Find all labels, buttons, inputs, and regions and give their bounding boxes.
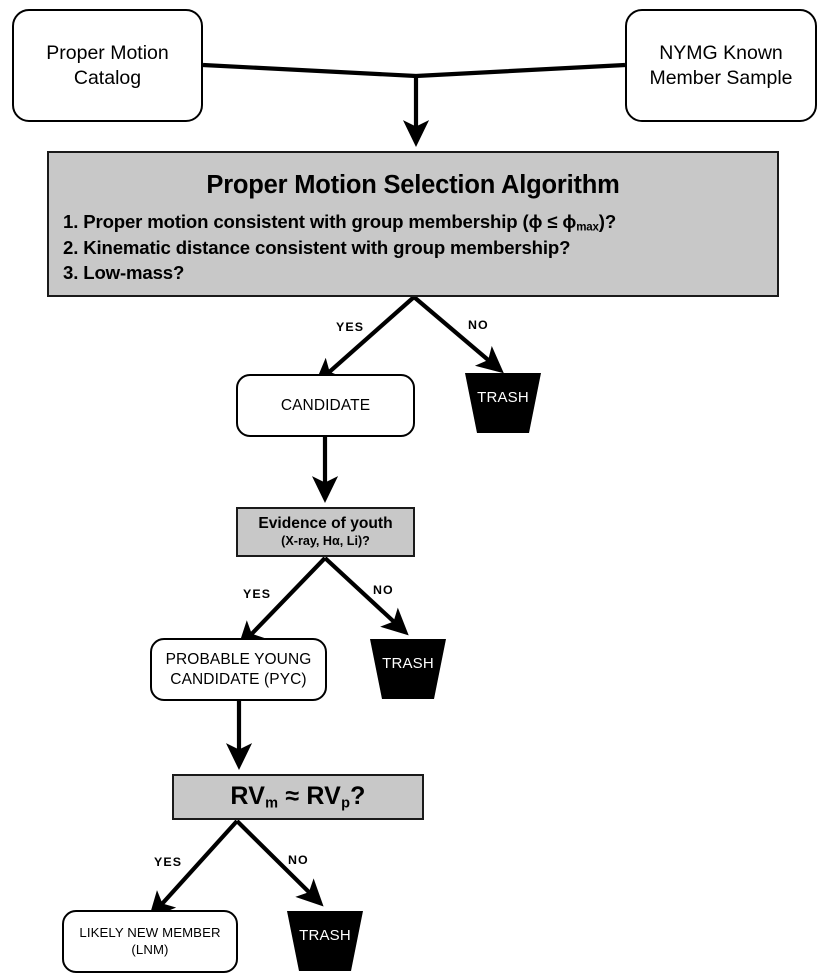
node-probable-young-candidate[interactable]: PROBABLE YOUNG CANDIDATE (PYC) [150, 638, 327, 701]
lnm-line2: (LNM) [131, 941, 169, 957]
source-left-line1: Proper Motion [46, 41, 169, 64]
edge-label-yes-youth: YES [243, 587, 272, 601]
pyc-line2: CANDIDATE (PYC) [170, 670, 307, 688]
youth-main-label: Evidence of youth [258, 514, 393, 532]
edge-label-no-youth: NO [373, 583, 394, 597]
node-evidence-of-youth[interactable]: Evidence of youth (X-ray, Hα, Li)? [236, 507, 415, 557]
youth-sub-label: (X-ray, Hα, Li)? [281, 534, 370, 549]
criterion-1-suffix: )? [598, 211, 617, 232]
criterion-3-text: Low-mass? [78, 261, 185, 283]
algorithm-criterion-3: 3. Low-mass? [63, 261, 763, 286]
algorithm-title: Proper Motion Selection Algorithm [206, 171, 620, 199]
edge-label-no-rv: NO [288, 853, 309, 867]
node-trash-2[interactable]: TRASH [368, 637, 448, 701]
criterion-2-text: Kinematic distance consistent with group… [78, 236, 571, 258]
criterion-3-number: 3. [63, 261, 79, 283]
trash-icon [465, 373, 541, 433]
criterion-1-subscript: max [576, 221, 599, 234]
node-label: LIKELY NEW MEMBER (LNM) [79, 925, 220, 959]
criterion-2-number: 2. [63, 236, 79, 258]
criterion-1-number: 1. [63, 211, 79, 232]
rv-expression: RVm ≈ RVp? [230, 782, 365, 812]
trash-icon [370, 639, 446, 699]
trash-icon [287, 911, 363, 971]
algorithm-criterion-2: 2. Kinematic distance consistent with gr… [63, 236, 763, 261]
node-label: NYMG Known Member Sample [649, 41, 792, 91]
node-label: PROBABLE YOUNG CANDIDATE (PYC) [166, 650, 312, 690]
edge-label-yes-rv: YES [154, 855, 183, 869]
source-right-line2: Member Sample [649, 66, 793, 89]
edge-label-no-algorithm: NO [468, 318, 489, 332]
trash-label: TRASH [477, 389, 529, 406]
node-proper-motion-catalog[interactable]: Proper Motion Catalog [12, 9, 203, 122]
node-rv-comparison[interactable]: RVm ≈ RVp? [172, 774, 424, 820]
algorithm-criterion-1: 1. Proper motion consistent with group m… [63, 210, 763, 236]
rv-subscript-p: p [341, 795, 351, 812]
pyc-line1: PROBABLE YOUNG [165, 650, 312, 668]
node-label: Proper Motion Catalog [46, 41, 168, 91]
rv-operator: ≈ RV [278, 782, 342, 811]
node-candidate[interactable]: CANDIDATE [236, 374, 415, 437]
source-right-line1: NYMG Known [659, 41, 783, 64]
lnm-line1: LIKELY NEW MEMBER [79, 924, 221, 940]
rv-subscript-m: m [265, 795, 279, 812]
node-proper-motion-selection-algorithm[interactable]: Proper Motion Selection Algorithm 1. Pro… [47, 151, 779, 297]
node-likely-new-member[interactable]: LIKELY NEW MEMBER (LNM) [62, 910, 238, 973]
node-nymg-known-member-sample[interactable]: NYMG Known Member Sample [625, 9, 817, 122]
node-trash-3[interactable]: TRASH [285, 909, 365, 973]
trash-label: TRASH [299, 927, 351, 944]
node-trash-1[interactable]: TRASH [463, 371, 543, 435]
rv-suffix: ? [350, 782, 366, 811]
criterion-1-text: Proper motion consistent with group memb… [78, 211, 577, 232]
edge-label-yes-algorithm: YES [336, 320, 365, 334]
rv-prefix: RV [230, 782, 266, 811]
source-left-line2: Catalog [73, 66, 142, 89]
trash-label: TRASH [382, 655, 434, 672]
